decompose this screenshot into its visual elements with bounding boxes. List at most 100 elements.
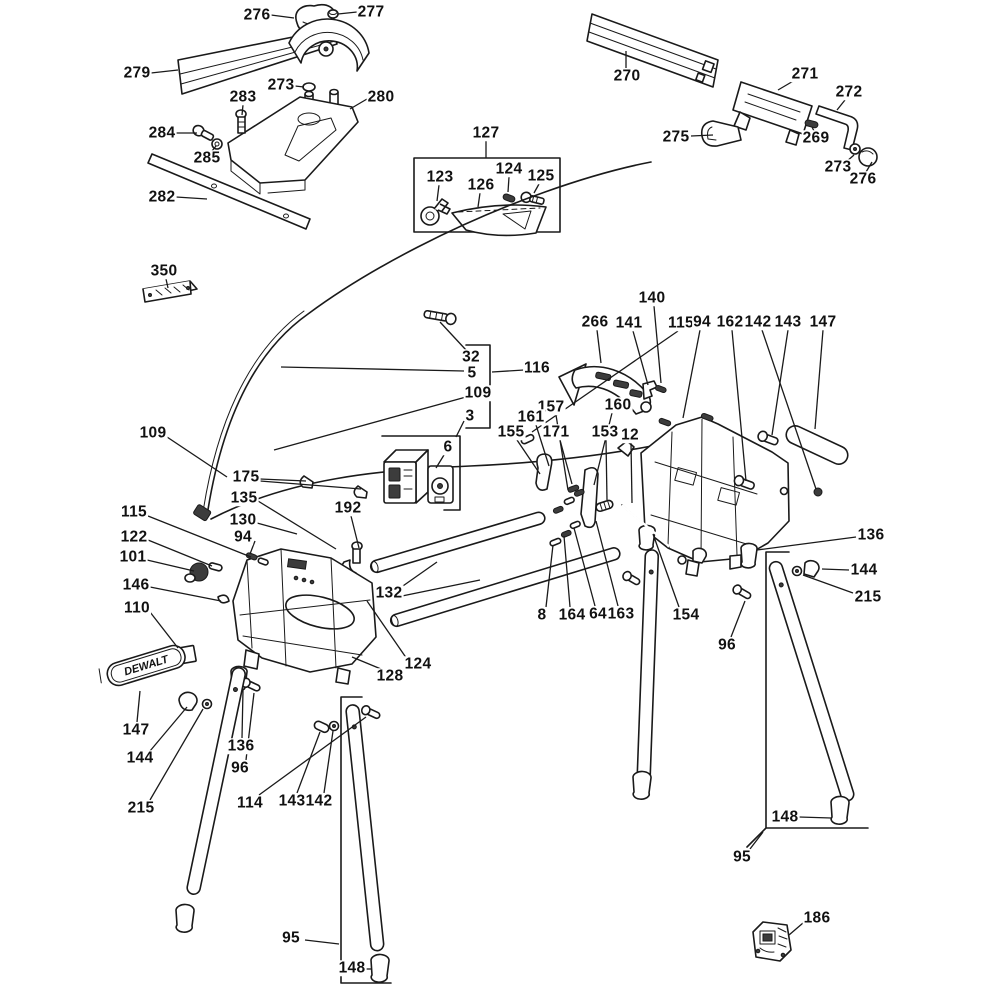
part-label-280: 280 xyxy=(366,88,396,106)
leader-line-12 xyxy=(630,442,633,504)
bracket-switch-group xyxy=(381,435,461,511)
leader-line-350 xyxy=(165,278,169,289)
leader-line-146 xyxy=(149,586,222,602)
part-label-124: 124 xyxy=(403,655,433,673)
leader-line-143 xyxy=(771,329,789,436)
leader-line-136 xyxy=(241,689,244,739)
leader-line-273 xyxy=(294,85,305,88)
foot-cap-148 xyxy=(830,795,850,825)
part-label-146: 146 xyxy=(121,576,151,594)
part-label-109: 109 xyxy=(138,424,168,442)
part-label-144: 144 xyxy=(849,561,879,579)
foot-cap-148 xyxy=(370,953,390,983)
part-label-5: 5 xyxy=(466,364,478,382)
part-label-175: 175 xyxy=(231,468,261,486)
part-label-136: 136 xyxy=(226,737,256,755)
part-label-3: 3 xyxy=(464,407,476,425)
leader-line-135 xyxy=(257,500,337,550)
leader-line-155 xyxy=(516,439,541,475)
leader-line-215 xyxy=(149,708,204,801)
part-label-142: 142 xyxy=(304,792,334,810)
part-label-162: 162 xyxy=(715,313,745,331)
bracket-141 xyxy=(642,380,658,400)
leader-line-279 xyxy=(150,69,179,74)
screw-122 xyxy=(208,562,223,572)
leader-line-153 xyxy=(605,439,608,501)
part-label-163: 163 xyxy=(606,605,636,623)
leader-line-94 xyxy=(249,540,256,555)
bracket-95-right xyxy=(746,551,869,848)
leader-line-114 xyxy=(258,716,367,796)
switch-186 xyxy=(752,921,792,962)
cord-plug xyxy=(193,504,212,522)
leader-line-154 xyxy=(652,533,680,608)
leader-line-280 xyxy=(349,98,368,110)
leader-line-275 xyxy=(690,134,714,137)
part-label-96: 96 xyxy=(717,636,737,654)
part-label-275: 275 xyxy=(661,128,691,146)
part-label-276: 276 xyxy=(242,6,272,24)
group-brackets xyxy=(340,344,869,984)
part-label-128: 128 xyxy=(375,667,405,685)
part-label-140: 140 xyxy=(637,289,667,307)
leader-line-124 xyxy=(507,176,510,193)
leader-line-171 xyxy=(559,439,573,485)
part-label-154: 154 xyxy=(671,606,701,624)
part-label-141: 141 xyxy=(614,314,644,332)
part-label-95: 95 xyxy=(732,848,752,866)
part-label-130: 130 xyxy=(228,511,258,529)
part-label-8: 8 xyxy=(536,606,548,624)
leader-line-162 xyxy=(731,329,747,482)
part-label-171: 171 xyxy=(541,423,571,441)
leader-line-266 xyxy=(596,329,602,364)
leader-line-164 xyxy=(563,535,571,608)
o-ring xyxy=(302,82,316,92)
part-label-186: 186 xyxy=(802,909,832,927)
leader-line-161 xyxy=(535,424,550,467)
leader-line-130 xyxy=(256,522,298,535)
leader-line-124 xyxy=(366,600,408,660)
clamp-144 xyxy=(803,559,820,578)
part-label-115: 115 xyxy=(667,314,695,332)
part-label-192: 192 xyxy=(333,499,363,517)
leader-line-96 xyxy=(730,600,746,638)
brand-badge: DEWALT xyxy=(98,644,186,687)
leader-line-144 xyxy=(149,706,188,752)
part-label-271: 271 xyxy=(790,65,820,83)
leader-line-101 xyxy=(146,559,195,572)
legs xyxy=(175,549,855,983)
part-label-96: 96 xyxy=(230,759,250,777)
leader-line-215 xyxy=(802,574,854,594)
leader-line-5 xyxy=(280,366,465,372)
part-label-136: 136 xyxy=(856,526,886,544)
part-label-270: 270 xyxy=(612,67,642,85)
leader-line-116 xyxy=(491,369,525,373)
part-label-164: 164 xyxy=(557,606,587,624)
part-label-272: 272 xyxy=(834,83,864,101)
pin-124 xyxy=(502,193,516,203)
leader-line-276 xyxy=(270,14,295,19)
leader-line-192 xyxy=(350,515,360,549)
part-label-350: 350 xyxy=(149,262,179,280)
part-label-148: 148 xyxy=(770,808,800,826)
leader-line-115 xyxy=(147,515,252,558)
leader-line-8 xyxy=(545,544,554,608)
part-label-276: 276 xyxy=(848,170,878,188)
leader-line-95 xyxy=(749,831,764,850)
leader-line-109 xyxy=(166,436,228,478)
leader-line-175 xyxy=(259,480,362,490)
foot-cap xyxy=(175,903,195,933)
leader-line-132 xyxy=(399,561,438,589)
part-label-283: 283 xyxy=(228,88,258,106)
part-label-116: 116 xyxy=(523,359,551,377)
pin-140 xyxy=(654,384,667,394)
leader-line-125 xyxy=(533,183,540,194)
pad-147 xyxy=(785,425,849,465)
pin-171 xyxy=(567,484,580,493)
leader-line-32 xyxy=(439,321,467,351)
left-end-bracket: DEWALT xyxy=(98,548,381,734)
part-label-148: 148 xyxy=(337,959,367,977)
foot-cap xyxy=(632,770,652,800)
leader-line-132 xyxy=(401,579,481,597)
leader-line-94 xyxy=(682,329,701,419)
